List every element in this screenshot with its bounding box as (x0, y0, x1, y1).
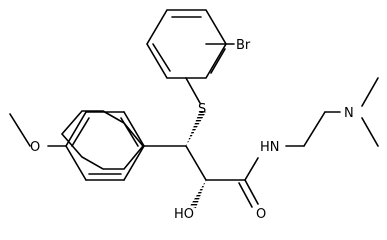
hashed-wedge-s (186, 110, 206, 146)
ring-s-bond (185, 77, 201, 104)
atom-n-dimethyl: N (344, 106, 354, 121)
anisole-ring (65, 111, 145, 181)
atom-ho: HO (174, 207, 194, 219)
carbonyl-bond-1 (244, 179, 259, 205)
atom-o-methoxy: O (30, 140, 40, 155)
hashed-wedge-oh (190, 180, 206, 208)
atom-br: Br (236, 38, 251, 53)
methoxyphenyl-ring (60, 110, 145, 170)
carbonyl-bond-2 (238, 182, 253, 208)
atom-nh: HN (260, 140, 280, 155)
o-methyl-bond (9, 113, 31, 147)
atom-o-carbonyl: O (256, 207, 266, 219)
molecule-structure: Br S O HN HO O N (9, 9, 379, 219)
bromophenyl-ring (146, 9, 227, 79)
n-methyl-2-bond (361, 117, 379, 147)
n-methyl-1-bond (361, 77, 379, 107)
c3-c2-bond (185, 145, 207, 181)
ch2-ch2-bond (303, 111, 326, 147)
atom-s: S (198, 102, 206, 117)
c1-n-bond (244, 157, 259, 181)
